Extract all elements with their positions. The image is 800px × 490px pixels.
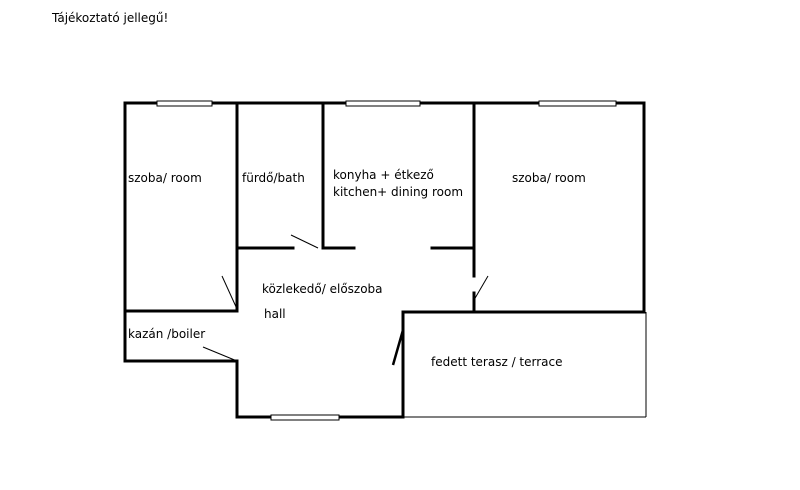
door-right-room — [473, 275, 489, 301]
doors — [202, 234, 489, 366]
label-kitchen-line1: konyha + étkező — [333, 168, 434, 182]
windows — [156, 100, 617, 421]
label-hall-line1: közlekedő/ előszoba — [262, 282, 383, 296]
window-left-room — [156, 100, 213, 107]
door-terrace — [391, 329, 405, 366]
window-right-room — [538, 100, 617, 107]
label-hall-line2: hall — [264, 307, 286, 321]
window-kitchen — [345, 100, 421, 107]
label-boiler: kazán /boiler — [128, 327, 205, 341]
outer-walls — [123, 101, 646, 419]
window-hall — [270, 414, 340, 421]
door-bath — [290, 234, 319, 249]
label-kitchen-line2: kitchen+ dining room — [333, 185, 463, 199]
label-bath: fürdő/bath — [242, 171, 305, 185]
room-labels: szoba/ room fürdő/bath konyha + étkező k… — [128, 168, 586, 369]
disclaimer-note: Tájékoztató jellegű! — [51, 11, 168, 25]
label-terrace: fedett terasz / terrace — [431, 355, 563, 369]
label-room-right: szoba/ room — [512, 171, 586, 185]
label-room-left: szoba/ room — [128, 171, 202, 185]
door-left-room — [221, 275, 238, 310]
terrace-outline — [403, 312, 647, 418]
interior-walls — [235, 101, 476, 250]
door-boiler — [202, 346, 238, 362]
